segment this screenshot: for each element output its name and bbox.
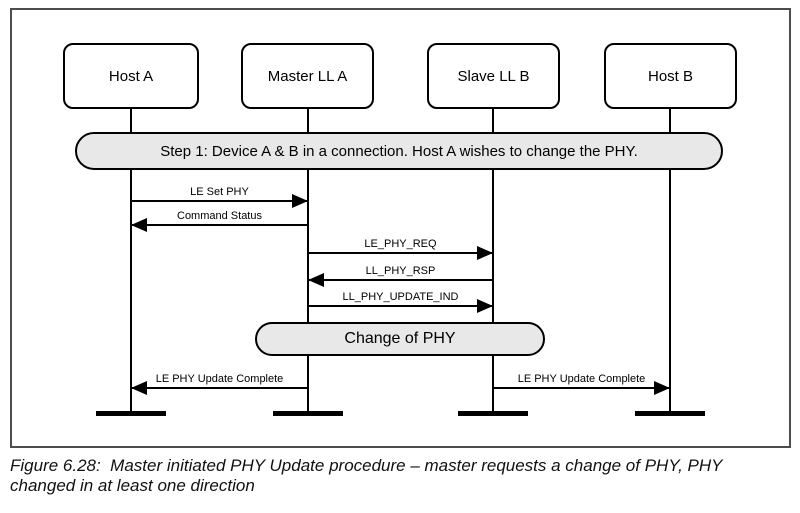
message-le-phy-req-label: LE_PHY_REQ	[364, 238, 437, 250]
actor-master-ll-a-label: Master LL A	[267, 67, 348, 85]
lifeline-master-ll-a	[307, 109, 309, 413]
message-line	[131, 200, 308, 202]
arrowhead-right-icon	[477, 299, 493, 313]
lifeline-host-b	[669, 109, 671, 413]
actor-host-a-label: Host A	[108, 67, 154, 85]
message-le-phy-update-complete-right-label: LE PHY Update Complete	[517, 373, 646, 385]
actor-host-b: Host B	[604, 43, 737, 109]
message-ll-phy-rsp: LL_PHY_RSP	[308, 265, 493, 287]
message-command-status-label: Command Status	[177, 210, 262, 222]
actor-slave-ll-b-label: Slave LL B	[457, 67, 530, 85]
arrowhead-left-icon	[131, 381, 147, 395]
message-le-set-phy: LE Set PHY	[131, 186, 308, 208]
message-line	[131, 224, 308, 226]
terminator-host-a	[96, 411, 166, 416]
diagram-frame	[10, 8, 791, 448]
arrowhead-left-icon	[308, 273, 324, 287]
state-change-of-phy: Change of PHY	[255, 322, 545, 356]
arrowhead-right-icon	[477, 246, 493, 260]
message-line	[308, 252, 493, 254]
message-le-phy-update-complete-left-label: LE PHY Update Complete	[155, 373, 284, 385]
arrowhead-left-icon	[131, 218, 147, 232]
message-command-status: Command Status	[131, 210, 308, 232]
step-banner: Step 1: Device A & B in a connection. Ho…	[75, 132, 723, 170]
message-le-phy-req: LE_PHY_REQ	[308, 238, 493, 260]
message-le-set-phy-label: LE Set PHY	[190, 186, 249, 198]
arrowhead-right-icon	[292, 194, 308, 208]
message-le-phy-update-complete-left: LE PHY Update Complete	[131, 373, 308, 395]
actor-host-a: Host A	[63, 43, 199, 109]
actor-host-b-label: Host B	[647, 67, 693, 85]
message-line	[131, 387, 308, 389]
terminator-slave-ll-b	[458, 411, 528, 416]
lifeline-host-a	[130, 109, 132, 413]
message-ll-phy-update-ind-label: LL_PHY_UPDATE_IND	[342, 291, 459, 303]
message-ll-phy-update-ind: LL_PHY_UPDATE_IND	[308, 291, 493, 313]
terminator-host-b	[635, 411, 705, 416]
actor-slave-ll-b: Slave LL B	[427, 43, 560, 109]
state-change-of-phy-label: Change of PHY	[344, 330, 456, 347]
arrowhead-right-icon	[654, 381, 670, 395]
message-line	[493, 387, 670, 389]
message-line	[308, 279, 493, 281]
message-line	[308, 305, 493, 307]
terminator-master-ll-a	[273, 411, 343, 416]
message-ll-phy-rsp-label: LL_PHY_RSP	[365, 265, 436, 277]
figure-caption: Figure 6.28: Master initiated PHY Update…	[10, 456, 727, 495]
lifeline-slave-ll-b	[492, 109, 494, 413]
step-banner-label: Step 1: Device A & B in a connection. Ho…	[160, 142, 638, 160]
message-le-phy-update-complete-right: LE PHY Update Complete	[493, 373, 670, 395]
actor-master-ll-a: Master LL A	[241, 43, 374, 109]
